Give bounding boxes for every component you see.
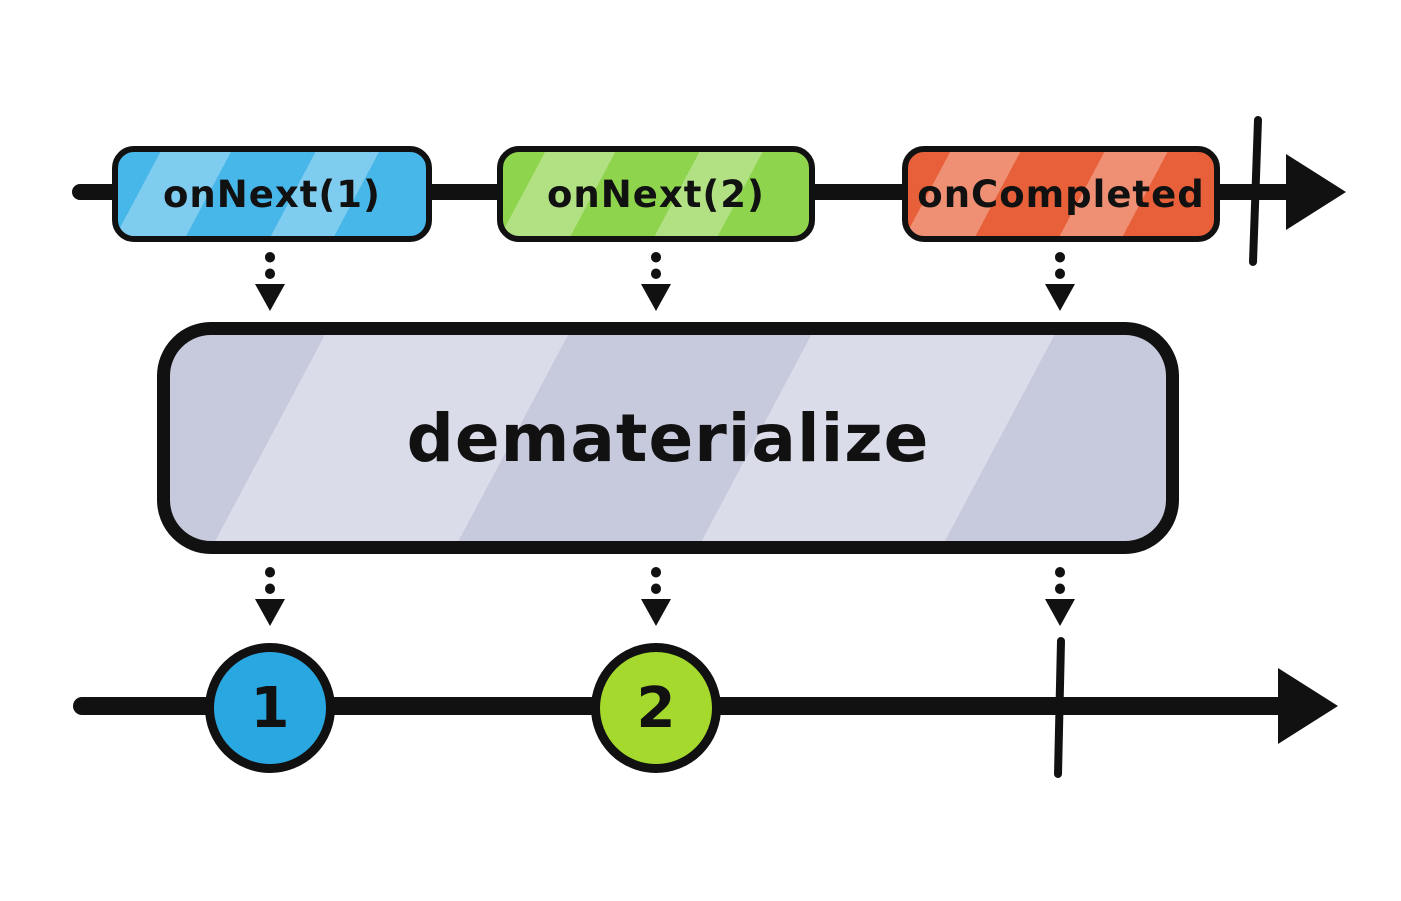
arrow-down-icon bbox=[1045, 599, 1075, 626]
event-label: onCompleted bbox=[917, 172, 1205, 216]
marble-label: 1 bbox=[250, 675, 290, 741]
arrow-down-icon bbox=[255, 284, 285, 311]
arrow-down-icon bbox=[641, 284, 671, 311]
flow-arrow-source-1 bbox=[255, 252, 285, 311]
source-timeline-arrowhead bbox=[1286, 154, 1346, 230]
event-box-oncompleted: onCompleted bbox=[902, 146, 1220, 242]
marble-label: 2 bbox=[636, 675, 676, 741]
output-timeline-arrowhead bbox=[1278, 668, 1338, 744]
flow-arrow-source-3 bbox=[1045, 252, 1075, 311]
marble-2: 2 bbox=[591, 643, 721, 773]
arrow-down-icon bbox=[641, 599, 671, 626]
marble-1: 1 bbox=[205, 643, 335, 773]
arrow-down-icon bbox=[255, 599, 285, 626]
source-complete-tick bbox=[1249, 116, 1262, 266]
event-label: onNext(1) bbox=[163, 172, 381, 216]
arrow-down-icon bbox=[1045, 284, 1075, 311]
event-box-onnext-1: onNext(1) bbox=[112, 146, 432, 242]
flow-arrow-output-2 bbox=[641, 567, 671, 626]
flow-arrow-source-2 bbox=[641, 252, 671, 311]
operator-box: dematerialize bbox=[157, 322, 1179, 554]
output-complete-tick bbox=[1054, 637, 1065, 778]
event-label: onNext(2) bbox=[547, 172, 765, 216]
operator-label: dematerialize bbox=[406, 399, 930, 477]
flow-arrow-output-3 bbox=[1045, 567, 1075, 626]
flow-arrow-output-1 bbox=[255, 567, 285, 626]
event-box-onnext-2: onNext(2) bbox=[497, 146, 815, 242]
